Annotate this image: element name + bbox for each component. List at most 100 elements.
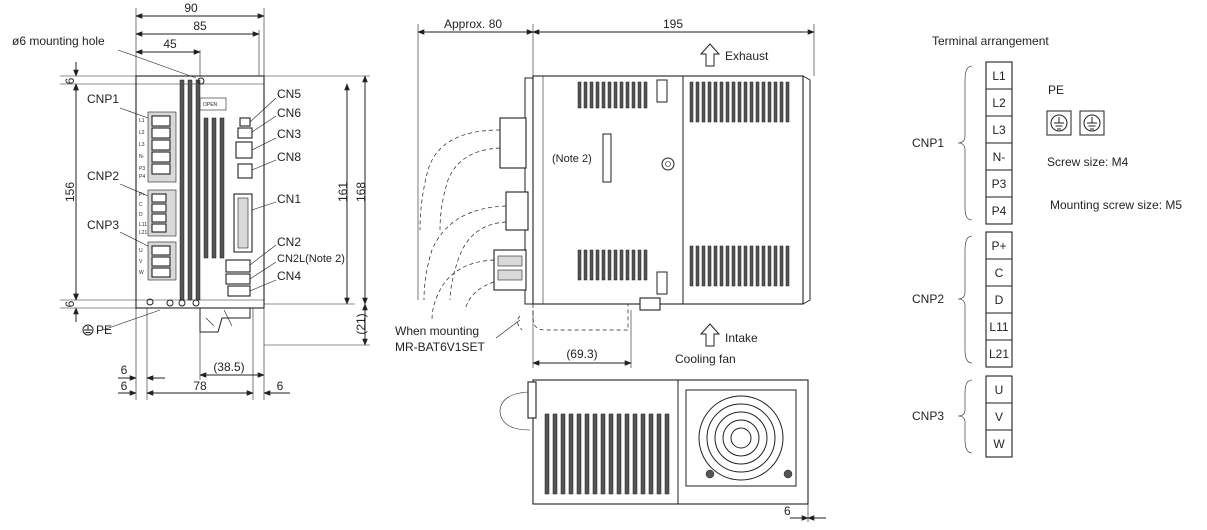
side-vent-top-left	[577, 81, 648, 109]
terminal-p3: P3	[992, 177, 1007, 191]
exhaust-label: Exhaust	[725, 49, 769, 63]
dim-6-left-b: 6	[121, 379, 128, 393]
terminal-n-minus: N-	[993, 150, 1006, 164]
svg-text:P+: P+	[139, 192, 145, 198]
cn8-port[interactable]	[237, 163, 253, 179]
side-note-label: (Note 2)	[552, 153, 592, 165]
intake-arrow-icon	[699, 323, 721, 347]
dim-approx-80: Approx. 80	[444, 17, 502, 31]
svg-text:U: U	[139, 248, 143, 254]
terminal-arrangement: Terminal arrangement L1 L2 L3 N- P3 P4 C…	[912, 34, 1182, 458]
terminal-l11: L11	[989, 320, 1008, 334]
dim-156: 156	[63, 182, 77, 202]
terminal-v: V	[995, 410, 1003, 424]
dim-45: 45	[163, 37, 177, 51]
ground-screw-icon	[1079, 110, 1105, 136]
svg-text:N-: N-	[139, 154, 145, 160]
cn2-port[interactable]	[225, 259, 251, 273]
terminal-l3: L3	[992, 123, 1006, 137]
svg-text:L1: L1	[139, 118, 145, 124]
cnp2-connector[interactable]	[147, 189, 177, 237]
protective-earth-icon	[82, 324, 94, 336]
label-cn1: CN1	[277, 192, 301, 206]
label-cn6: CN6	[277, 106, 301, 120]
screw-size-label: Screw size: M4	[1047, 155, 1129, 169]
terminal-w: W	[993, 437, 1005, 451]
cn1-port[interactable]	[233, 193, 253, 253]
svg-text:D: D	[139, 212, 143, 218]
dim-6-right: 6	[277, 379, 284, 393]
cn5-port[interactable]	[239, 117, 251, 127]
cnp1-connector[interactable]	[147, 111, 177, 183]
cn2l-port[interactable]	[225, 273, 251, 285]
pe-title: PE	[1048, 83, 1064, 97]
mounting-screw-size-label: Mounting screw size: M5	[1050, 198, 1182, 212]
dim-69-3: (69.3)	[566, 347, 597, 361]
dim-6-bottom-view: 6	[784, 504, 791, 518]
side-vent-right	[689, 81, 790, 287]
cnp2-terminal-block: P+ C D L11 L21	[985, 231, 1013, 368]
cable-outlines	[419, 129, 507, 321]
dim-195: 195	[663, 17, 683, 31]
open-label: OPEN	[203, 102, 218, 108]
cnp3-connector[interactable]	[147, 241, 177, 281]
dim-21: (21)	[354, 313, 368, 334]
front-terminal-marks: L1 L2 L3 N- P3 P4 P+ C D L11 L21 U V W	[139, 118, 148, 276]
terminal-l21: L21	[989, 347, 1009, 361]
label-cn2: CN2	[277, 235, 301, 249]
svg-text:L3: L3	[139, 142, 145, 148]
battery-note-line2: MR-BAT6V1SET	[395, 340, 485, 354]
cn6-port[interactable]	[237, 127, 253, 139]
label-cnp3: CNP3	[87, 218, 119, 232]
cnp1-terminal-block: L1 L2 L3 N- P3 P4	[985, 61, 1013, 225]
ground-screw-icon	[1046, 110, 1072, 136]
label-cnp2: CNP2	[87, 169, 119, 183]
label-cn3: CN3	[277, 127, 301, 141]
dim-6-top: 6	[63, 77, 77, 84]
terminal-l2: L2	[992, 96, 1006, 110]
terminal-u: U	[995, 383, 1004, 397]
terminal-c: C	[995, 266, 1004, 280]
intake-label: Intake	[725, 331, 758, 345]
dim-78: 78	[193, 379, 207, 393]
side-vent-bottom-left	[577, 249, 648, 281]
label-cnp1: CNP1	[87, 92, 119, 106]
label-cn8: CN8	[277, 150, 301, 164]
cooling-fan-label: Cooling fan	[675, 352, 736, 366]
label-terminal-cnp3: CNP3	[912, 409, 944, 423]
svg-text:L11: L11	[139, 222, 147, 228]
front-leaders	[102, 49, 277, 331]
battery-note-line1: When mounting	[395, 324, 479, 338]
terminal-l1: L1	[992, 69, 1006, 83]
dim-90: 90	[184, 1, 198, 15]
mounting-hole-bottom	[146, 298, 154, 306]
bottom-view: 6	[499, 379, 826, 522]
svg-text:P4: P4	[139, 174, 145, 180]
terminal-p-plus: P+	[991, 239, 1006, 253]
cnp3-terminal-block: U V W	[985, 375, 1013, 458]
svg-text:W: W	[139, 270, 144, 276]
dim-85: 85	[193, 19, 207, 33]
svg-text:C: C	[139, 202, 143, 208]
label-cn5: CN5	[277, 87, 301, 101]
label-terminal-cnp1: CNP1	[912, 136, 944, 150]
dim-6-left-a: 6	[121, 363, 128, 377]
mounting-hole-label: ø6 mounting hole	[12, 34, 105, 48]
cooling-fan-icon	[685, 389, 797, 487]
dim-161: 161	[336, 182, 350, 202]
svg-text:L2: L2	[139, 130, 145, 136]
dim-38-5: (38.5)	[213, 360, 244, 374]
dim-6-bottom: 6	[63, 300, 77, 307]
label-terminal-cnp2: CNP2	[912, 292, 944, 306]
bottom-vent-left	[544, 413, 670, 495]
side-view: Approx. 80 195 (69.3)	[395, 17, 815, 368]
cn3-port[interactable]	[235, 141, 253, 159]
dim-168: 168	[354, 182, 368, 202]
exhaust-arrow-icon	[699, 43, 721, 67]
svg-text:P3: P3	[139, 166, 145, 172]
front-view: OPEN L1 L2 L3	[12, 1, 370, 400]
mounting-hole-top	[197, 77, 205, 85]
cn4-port[interactable]	[227, 285, 251, 297]
label-cn2l: CN2L(Note 2)	[277, 253, 345, 265]
